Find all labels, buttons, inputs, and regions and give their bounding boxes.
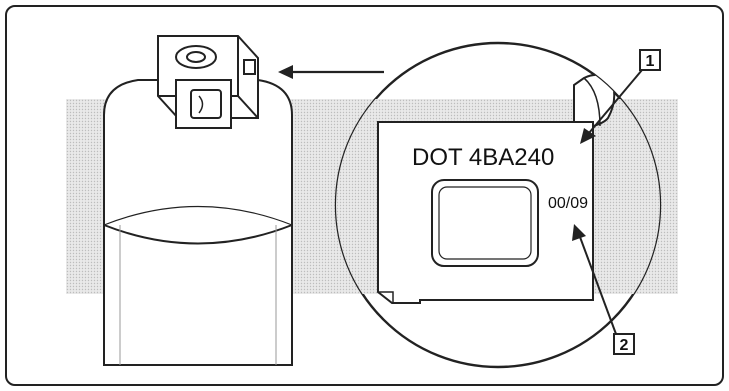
- valve-collar: [157, 35, 259, 129]
- callout-1: 1: [580, 49, 661, 144]
- propane-cylinder: [103, 79, 293, 366]
- callout-2: 2: [572, 224, 635, 355]
- callout-1-number: 1: [646, 53, 655, 70]
- dot-marking-text: DOT 4BA240: [412, 144, 554, 171]
- callout-2-number: 2: [620, 337, 629, 354]
- magnifier-circle: [334, 41, 662, 369]
- pointer-arrow: [278, 65, 384, 79]
- date-code-text: 00/09: [548, 195, 588, 212]
